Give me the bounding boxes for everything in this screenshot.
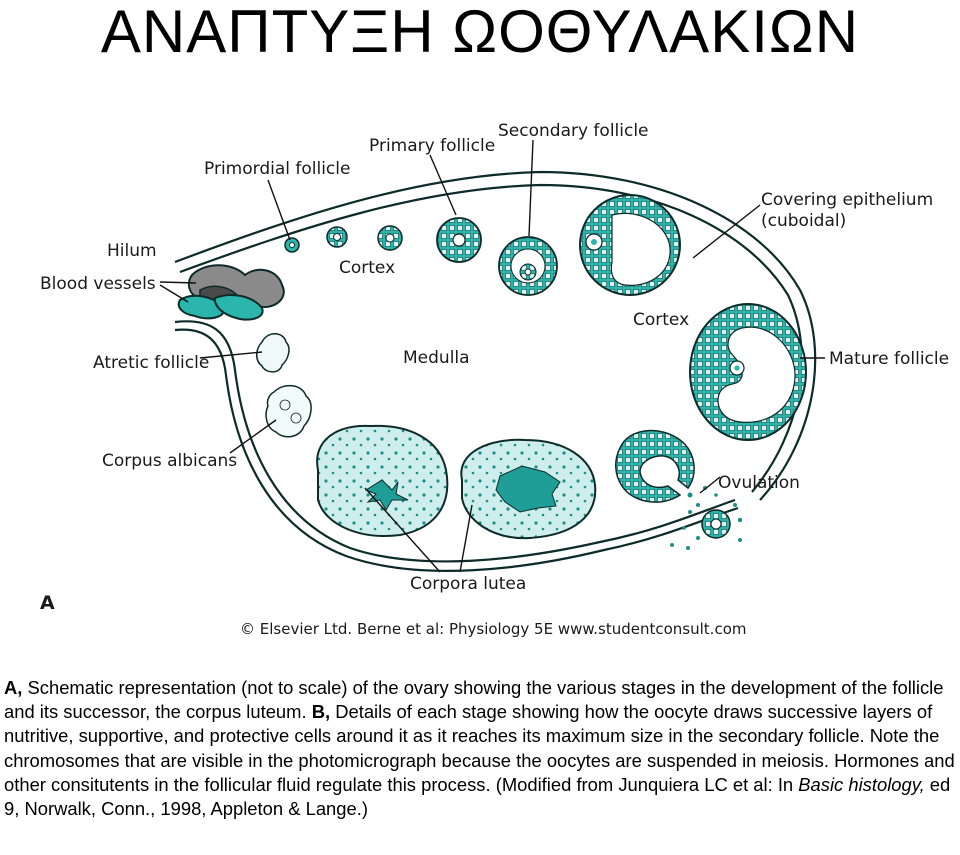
secondary-follicle (498, 236, 558, 296)
label-covering-epithelium: Covering epithelium (761, 190, 933, 210)
figure-caption: A, Schematic representation (not to scal… (4, 676, 958, 821)
leader-lines (159, 139, 825, 573)
label-ovulation: Ovulation (718, 473, 800, 493)
corpus-luteum-left (316, 424, 449, 537)
panel-letter: A (40, 592, 55, 614)
label-atretic-follicle: Atretic follicle (93, 353, 209, 373)
figure-credit: © Elsevier Ltd. Berne et al: Physiology … (240, 620, 746, 638)
caption-book-title: Basic histology, (798, 773, 925, 795)
label-mature-follicle: Mature follicle (829, 349, 949, 369)
label-secondary-follicle: Secondary follicle (498, 121, 649, 141)
primary-follicle-small (326, 225, 403, 251)
label-primordial-follicle: Primordial follicle (204, 159, 350, 179)
label-cortex-top: Cortex (339, 258, 395, 278)
caption-a-label: A, (4, 677, 23, 698)
ovary-schematic: Secondary follicle Primary follicle Prim… (40, 121, 949, 638)
primordial-follicle (284, 237, 300, 253)
caption-b-label: B, (311, 701, 331, 723)
corpus-albicans (265, 384, 312, 438)
blood-vessels (177, 264, 285, 321)
label-medulla: Medulla (403, 348, 470, 368)
label-corpus-albicans: Corpus albicans (102, 451, 237, 471)
primary-follicle (436, 217, 482, 263)
caption-a-text: Schematic representation (not to scale) … (4, 677, 944, 723)
caption-tail: ed 9, Norwalk, Conn., 1998, Appleton & L… (4, 773, 951, 820)
label-corpora-lutea: Corpora lutea (410, 574, 526, 594)
caption-b-text: Details of each stage showing how the oo… (4, 701, 955, 795)
label-hilum: Hilum (107, 241, 157, 261)
ovulating-follicle (615, 429, 731, 539)
page-title: ΑΝΑΠΤΥΞΗ ΩΟΘΥΛΑΚΙΩΝ (100, 0, 860, 65)
label-primary-follicle: Primary follicle (369, 136, 495, 156)
label-covering-epithelium-subtitle: (cuboidal) (761, 211, 846, 231)
atretic-follicle (256, 333, 290, 373)
label-blood-vessels: Blood vessels (40, 274, 156, 294)
ovary-diagram: Secondary follicle Primary follicle Prim… (0, 90, 960, 660)
label-cortex-right: Cortex (633, 310, 689, 330)
mature-follicle (689, 303, 807, 441)
antral-follicle (579, 194, 681, 296)
corpus-luteum-right (460, 438, 597, 540)
